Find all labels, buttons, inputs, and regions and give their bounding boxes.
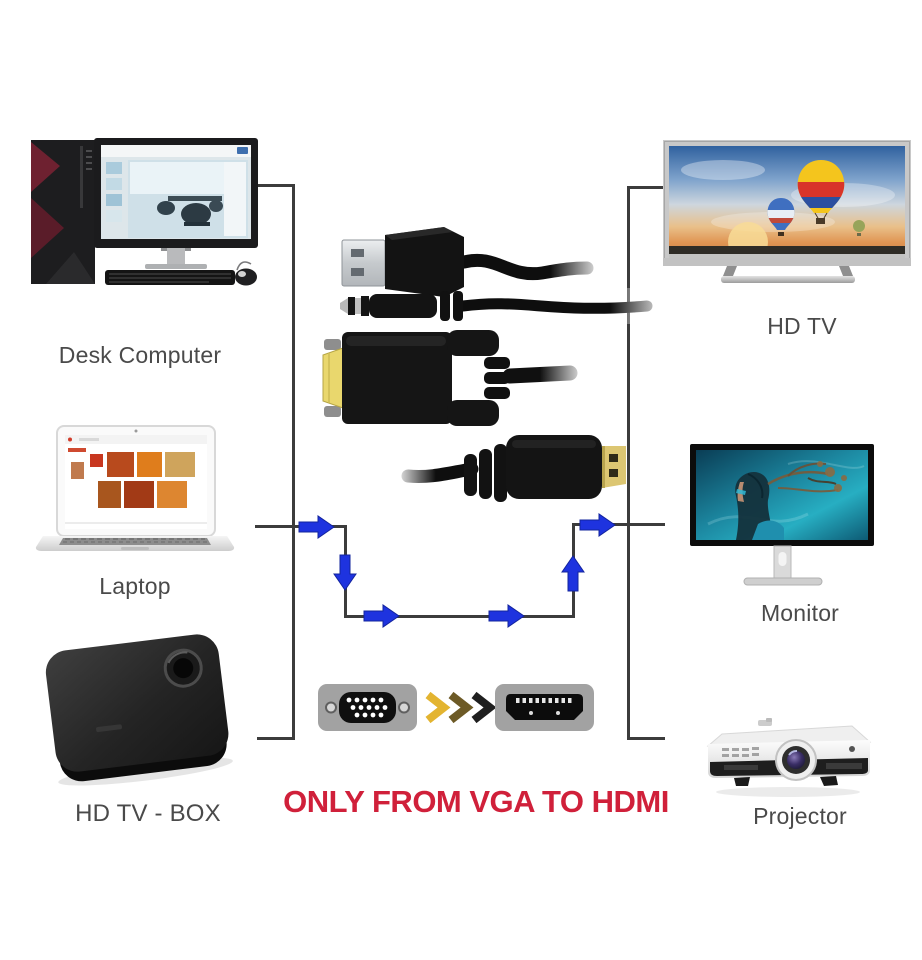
hd-tv-box-label: HD TV - BOX xyxy=(75,800,221,827)
audio-jack-plug xyxy=(340,288,670,324)
usb-a-plug xyxy=(341,227,605,297)
flow-arrow-up xyxy=(561,555,585,592)
monitor-image xyxy=(688,444,878,592)
hd-tv-box-image xyxy=(38,630,243,792)
wire-mid-bottom xyxy=(344,615,575,618)
wire-stub-hd-tv-box xyxy=(257,737,295,740)
hd-tv-image xyxy=(663,140,915,292)
vga-plug xyxy=(322,330,588,426)
desk-computer-label: Desk Computer xyxy=(58,342,222,368)
laptop-image xyxy=(35,425,235,560)
hdmi-plug xyxy=(394,435,626,502)
flow-arrow-down xyxy=(333,554,357,591)
conversion-icons xyxy=(318,683,594,733)
wire-monitor-horizontal xyxy=(572,523,665,526)
projector-image xyxy=(700,718,875,800)
hd-tv-label: HD TV xyxy=(767,313,837,339)
flow-arrow-right-3 xyxy=(488,604,525,628)
wire-stub-projector xyxy=(627,737,665,740)
wire-right-rail xyxy=(627,186,630,740)
triple-chevron-right-icon xyxy=(425,691,497,724)
wire-stub-hd-tv xyxy=(627,186,665,189)
flow-arrow-right-2 xyxy=(363,604,400,628)
hdmi-port-icon xyxy=(495,684,594,731)
caption-only-vga-to-hdmi: ONLY FROM VGA TO HDMI xyxy=(283,784,669,819)
projector-label: Projector xyxy=(753,803,847,829)
wire-stub-desk-computer xyxy=(257,184,295,187)
flow-arrow-right-1 xyxy=(298,515,335,539)
vga-port-icon xyxy=(318,684,417,731)
desk-computer-image xyxy=(28,136,263,288)
flow-arrow-right-4 xyxy=(579,513,616,537)
wire-left-rail xyxy=(292,184,295,740)
monitor-label: Monitor xyxy=(760,600,840,626)
laptop-label: Laptop xyxy=(99,573,171,599)
adapter-cable-image xyxy=(312,226,697,516)
